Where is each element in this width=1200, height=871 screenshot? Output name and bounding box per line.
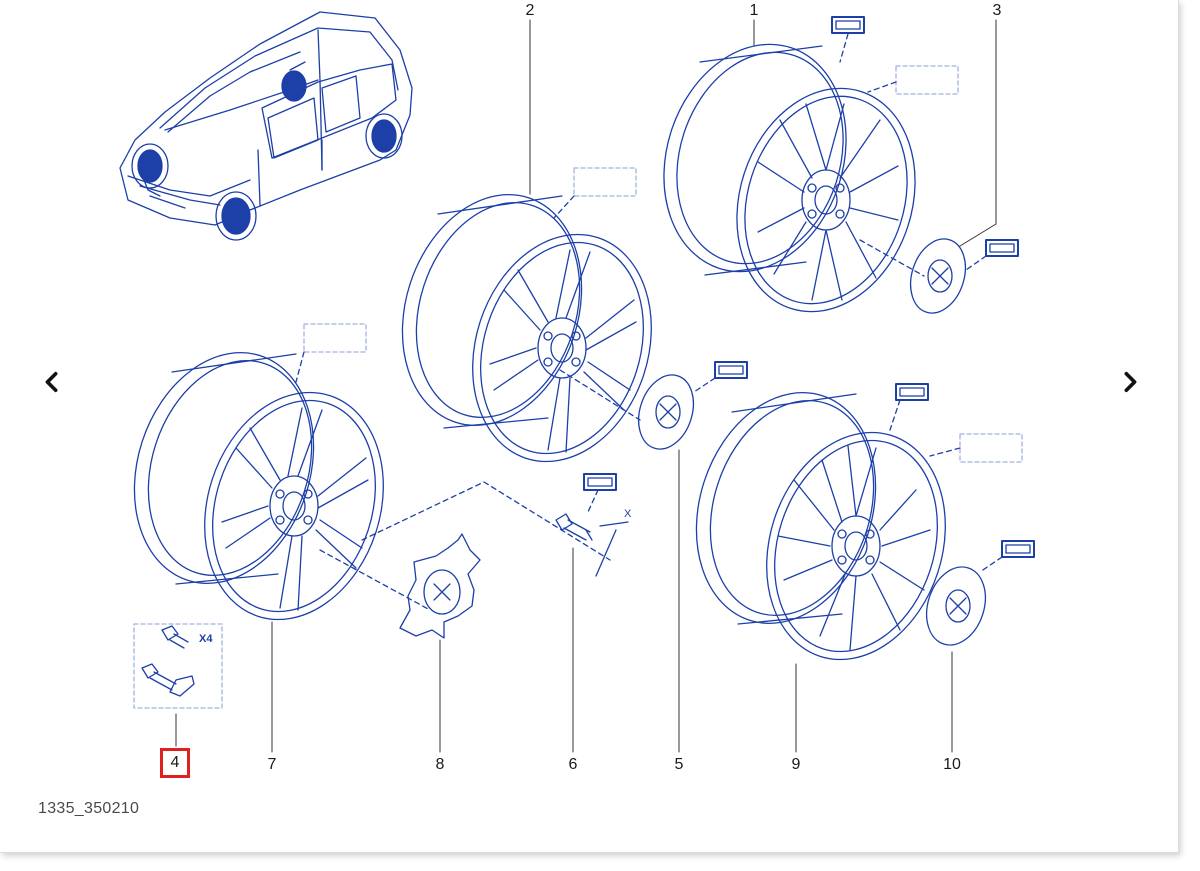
callout-8[interactable]: 8: [435, 756, 445, 773]
center-cap-8-illustration: [399, 533, 481, 639]
callout-2[interactable]: 2: [525, 2, 535, 19]
callout-9[interactable]: 9: [791, 756, 801, 773]
reference-code: 1335_350210: [38, 800, 140, 817]
wheel-7-illustration: [133, 352, 384, 621]
dimension-x: [595, 521, 629, 577]
chevron-right-icon: [1124, 371, 1137, 393]
center-cap-3-illustration: [909, 238, 967, 314]
next-button[interactable]: [1112, 364, 1148, 400]
center-cap-5-illustration: [637, 374, 695, 450]
placeholder-boxes: [303, 65, 1023, 463]
callout-7[interactable]: 7: [267, 756, 277, 773]
chevron-left-icon: [45, 371, 58, 393]
leader-lines: [175, 19, 997, 753]
wheel-9-illustration: [695, 392, 946, 661]
bolt-kit-4-illustration: [133, 623, 223, 709]
dimension-label: X: [624, 508, 632, 520]
reference-tags: [583, 16, 1035, 558]
callout-10[interactable]: 10: [943, 756, 961, 773]
callout-1[interactable]: 1: [749, 2, 759, 19]
wheel-1-illustration: [663, 43, 916, 313]
exploded-wheel-diagram: [119, 11, 1035, 753]
callout-4-highlighted[interactable]: 4: [160, 748, 190, 778]
wheel-bolt-6-illustration: [555, 513, 593, 541]
wheel-2-illustration: [401, 194, 652, 463]
connector-lines: [295, 33, 1003, 611]
diagram-viewer: X4 X 1 2 3 4 5 6 7 8 9 10 1335_350210: [0, 0, 1179, 853]
callout-6[interactable]: 6: [568, 756, 578, 773]
callout-3[interactable]: 3: [992, 2, 1002, 19]
callout-4-label: 4: [170, 754, 180, 771]
center-cap-10-illustration: [925, 566, 987, 646]
callout-5[interactable]: 5: [674, 756, 684, 773]
quantity-note: X4: [199, 633, 213, 645]
car-illustration: [119, 11, 413, 241]
previous-button[interactable]: [34, 364, 70, 400]
